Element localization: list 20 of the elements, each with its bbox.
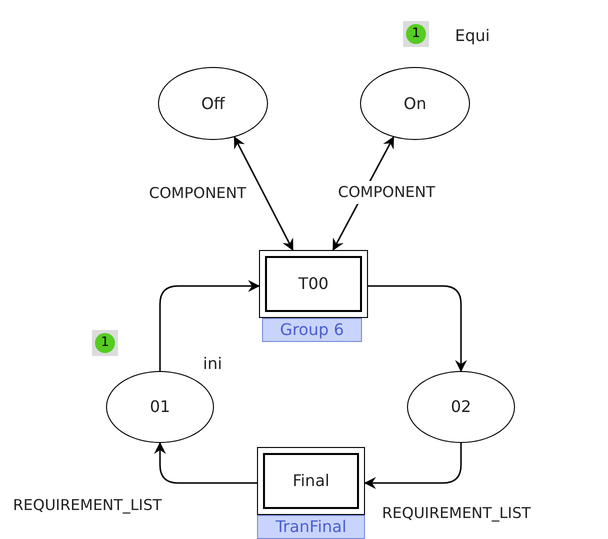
place-name: 01 — [150, 396, 170, 418]
inscription-text: ini — [203, 353, 222, 375]
group-tag: TranFinal — [257, 515, 365, 539]
arc-arrow — [364, 443, 462, 490]
inscription-text: Equi — [455, 25, 490, 47]
place-name: Off — [201, 92, 225, 114]
transition-box — [259, 250, 368, 318]
transition-box — [257, 447, 365, 515]
transition-name: T00 — [298, 273, 329, 295]
place-name: On — [404, 92, 426, 114]
token-count-badge: 1 — [95, 333, 115, 353]
arc-arrow — [154, 442, 257, 484]
arc-arrow — [159, 280, 260, 371]
arc-arrow — [234, 136, 294, 251]
place-name: 02 — [450, 396, 472, 418]
arc-arrow — [368, 285, 467, 372]
arc-label: COMPONENT — [337, 181, 436, 204]
transition-name: Final — [292, 470, 330, 492]
token-count-badge: 1 — [406, 24, 426, 44]
group-tag: Group 6 — [262, 318, 362, 342]
